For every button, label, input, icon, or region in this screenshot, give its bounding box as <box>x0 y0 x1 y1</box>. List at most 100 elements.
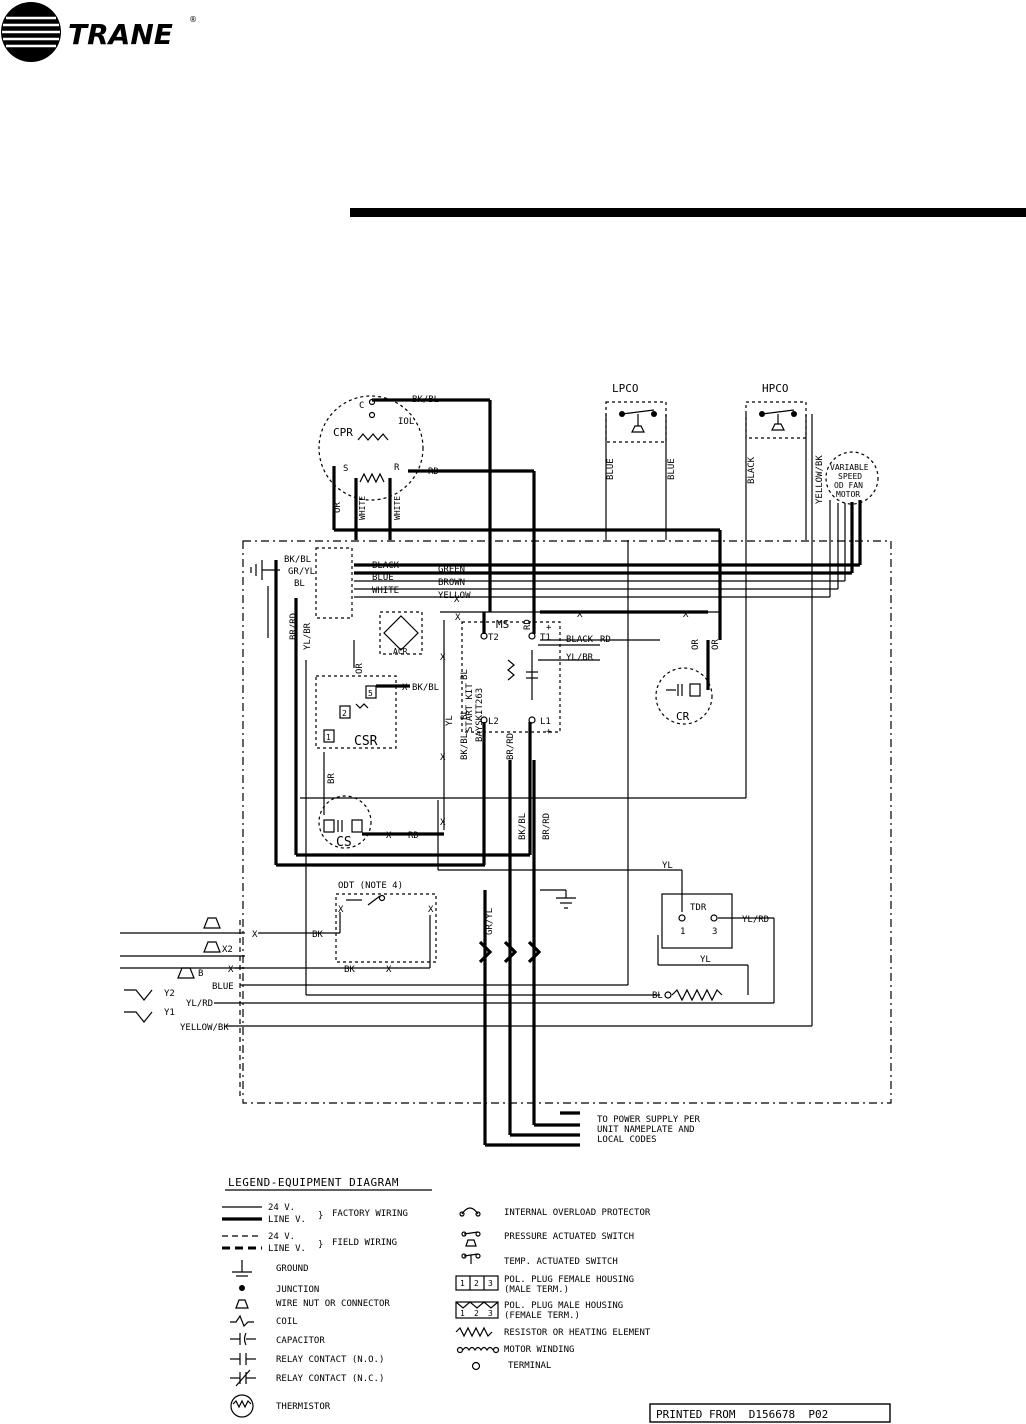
wire-label-yl-rd-tdr: YL/RD <box>742 915 769 925</box>
fan-motor-label-4: MOTOR <box>836 490 860 499</box>
start-kit-label-1: START KIT <box>465 683 475 732</box>
x2-label: X2 <box>222 945 233 955</box>
power-note-3: LOCAL CODES <box>597 1135 657 1145</box>
legend-24v-field: 24 V. <box>268 1232 295 1242</box>
iol-label: IOL <box>398 417 414 427</box>
legend-24v-factory: 24 V. <box>268 1203 295 1213</box>
legend-relay-no: RELAY CONTACT (N.O.) <box>276 1355 384 1365</box>
wire-label-yl-tdr: YL <box>662 861 673 871</box>
wire-label-bk-bl-lower: BK/BL <box>518 813 528 840</box>
plus-label-top: + <box>546 623 552 633</box>
legend-terminal: TERMINAL <box>508 1361 551 1371</box>
t1-label: T1 <box>540 633 551 643</box>
cs-label: CS <box>336 835 352 850</box>
legend-tas: TEMP. ACTUATED SWITCH <box>504 1257 618 1267</box>
legend-iop: INTERNAL OVERLOAD PROTECTOR <box>504 1208 651 1218</box>
csr-pin2-label: 2 <box>342 709 347 718</box>
wire-label-bl-heater: BL <box>652 991 663 1001</box>
x-label-csr: X <box>402 683 408 693</box>
tdr-pin1: 1 <box>680 927 685 937</box>
power-note-1: TO POWER SUPPLY PER <box>597 1115 701 1125</box>
wire-label-bl-plug: BL <box>294 579 305 589</box>
wire-label-bk-bl-ms: BK/BL <box>460 733 470 760</box>
wire-label-br-rd-ms: BR/RD <box>506 733 516 760</box>
x-label-7: X <box>440 818 446 828</box>
wire-label-blue-bus: BLUE <box>372 573 394 583</box>
field-terminals: X2 B Y2 Y1 <box>120 917 245 1023</box>
x-label-5: X <box>440 653 446 663</box>
plug-housing <box>315 547 353 619</box>
wire-label-yl-loop: YL <box>700 955 711 965</box>
cr-relay: CR <box>655 667 713 725</box>
wire-label-bl-ms-2: BL <box>460 709 470 720</box>
tdr-label: TDR <box>690 903 707 913</box>
wire-label-gr-yl-plug: GR/YL <box>288 567 315 577</box>
x-label-odt-l: X <box>338 905 344 915</box>
wire-label-yl-br-ms: YL/BR <box>566 653 594 663</box>
legend-coil: COIL <box>276 1317 298 1327</box>
csr-label: CSR <box>354 734 378 749</box>
wire-label-or-csr: OR <box>355 663 365 674</box>
x-label-cs: X <box>386 831 392 841</box>
fan-motor: VARIABLE SPEED OD FAN MOTOR <box>825 451 879 505</box>
wire-label-bl-ms-1: BL <box>460 669 470 680</box>
wire-label-br-rd-lower: BR/RD <box>542 813 552 840</box>
legend-field-wiring: FIELD WIRING <box>332 1238 397 1248</box>
legend: LEGEND-EQUIPMENT DIAGRAM 24 V. LINE V. }… <box>222 1176 651 1418</box>
legend-capacitor: CAPACITOR <box>276 1336 325 1346</box>
wire-label-black-bus: BLACK <box>372 561 400 571</box>
cr-label: CR <box>676 710 690 723</box>
hpco-switch: HPCO <box>745 382 807 540</box>
ground-symbol-main <box>540 889 576 909</box>
wire-label-white-1: WHITE <box>358 496 367 520</box>
wire-label-br-cs: BR <box>327 773 337 784</box>
fan-motor-label-2: SPEED <box>838 472 862 481</box>
x-label-2: X <box>455 613 461 623</box>
wire-label-blue-lpco-r: BLUE <box>667 458 677 480</box>
legend-female-2: 2 <box>474 1279 479 1288</box>
trane-logo: TRANE ® <box>1 2 197 62</box>
l2-label: L2 <box>488 717 499 727</box>
wire-label-rd-cs: RD <box>408 831 419 841</box>
odt-thermostat: ODT (NOTE 4) <box>335 881 437 963</box>
wire-label-rd-cr: RD <box>600 635 611 645</box>
footer-box <box>649 1403 891 1423</box>
ms-contactor: MS T2 T1 L2 L1 + + <box>461 618 561 737</box>
legend-linev-field: LINE V. <box>268 1244 306 1254</box>
wire-label-gr-yl-plug-bottom: GR/YL <box>485 908 495 935</box>
registered-mark: ® <box>189 15 197 24</box>
legend-male-line2: (FEMALE TERM.) <box>504 1311 580 1321</box>
x-label-3: X <box>577 610 583 620</box>
wire-label-blue-lpco-l: BLUE <box>606 458 616 480</box>
legend-pas: PRESSURE ACTUATED SWITCH <box>504 1232 634 1242</box>
wire-label-rd-top: RD <box>428 467 439 477</box>
wire-label-bk-bl-csr: BK/BL <box>412 683 439 693</box>
wire-label-bk-f1: BK <box>312 930 323 940</box>
wire-label-or-cr-1: OR <box>691 639 701 650</box>
legend-female-1: 1 <box>460 1279 465 1288</box>
b-label: B <box>198 969 203 979</box>
legend-male-line1: POL. PLUG MALE HOUSING <box>504 1301 623 1311</box>
wire-label-or-cpr: OR <box>333 502 343 513</box>
x-label-6: X <box>440 753 446 763</box>
legend-resistor: RESISTOR OR HEATING ELEMENT <box>504 1328 651 1338</box>
fan-motor-label-1: VARIABLE <box>830 463 869 472</box>
ms-label: MS <box>496 618 509 631</box>
wire-label-yellow-bk-hpco: YELLOW/BK <box>815 455 825 504</box>
legend-brace-factory: } <box>318 1211 323 1221</box>
legend-male-2: 2 <box>474 1309 479 1318</box>
wire-label-yellow-bk-field: YELLOW/BK <box>180 1023 229 1033</box>
unit-boundary <box>242 540 892 1104</box>
legend-female-3: 3 <box>488 1279 493 1288</box>
legend-female-line2: (MALE TERM.) <box>504 1285 569 1295</box>
legend-male-1: 1 <box>460 1309 465 1318</box>
legend-relay-nc: RELAY CONTACT (N.C.) <box>276 1374 384 1384</box>
compressor-cpr: CPR C IOL S R <box>318 395 490 501</box>
cpr-label: CPR <box>333 426 353 439</box>
fan-motor-label-3: OD FAN <box>834 481 863 490</box>
x-label-1: X <box>454 595 460 605</box>
cpr-c-label: C <box>359 401 364 411</box>
legend-brace-field: } <box>318 1240 323 1250</box>
y1-label: Y1 <box>164 1008 175 1018</box>
y2-label: Y2 <box>164 989 175 999</box>
